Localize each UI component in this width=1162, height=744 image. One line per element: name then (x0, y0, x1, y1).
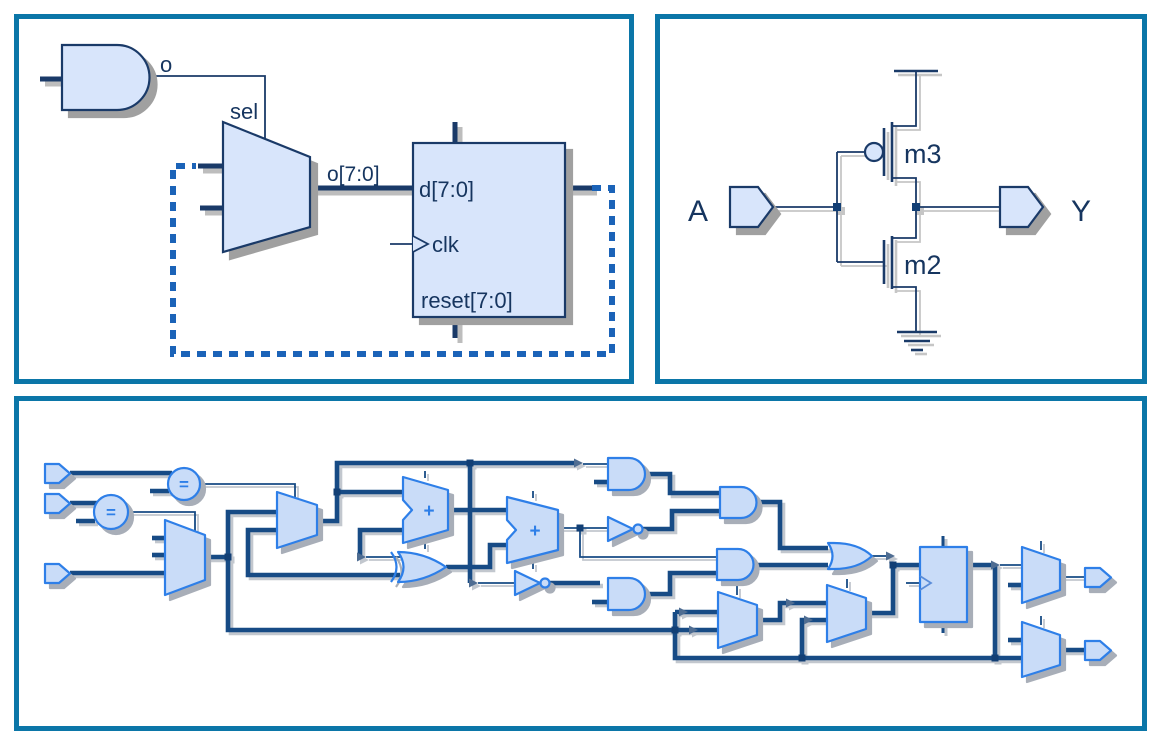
rtl-schematic: o sel o[7:0] d[7:0] clk reset[7:0] (40, 43, 615, 357)
junction (671, 626, 679, 634)
wire-eq1-to-mux2-sel (200, 483, 296, 499)
pmos-drain-wire (892, 71, 917, 127)
adder-2[interactable]: + (505, 495, 560, 565)
arrowhead-icon (357, 552, 366, 562)
gate-node-junction (833, 203, 841, 211)
xor-gate[interactable] (390, 550, 448, 584)
wire-to-xor-b (245, 527, 400, 578)
rtl-schematic-panel: o sel o[7:0] d[7:0] clk reset[7:0] (14, 14, 634, 384)
and-output-label: o (160, 52, 172, 77)
wire-to-adder1-b (357, 527, 403, 557)
output-y-label: Y (1071, 195, 1091, 228)
mux-6[interactable] (1020, 620, 1062, 679)
netlist-schematic: = = (43, 456, 1113, 679)
wire-mux1-fanout (225, 509, 675, 633)
gnd-symbol (897, 330, 937, 352)
input-port-2[interactable] (43, 492, 72, 515)
netlist-schematic-panel: = = (14, 396, 1147, 731)
netlist-wires (70, 458, 1085, 662)
and-gate-1[interactable] (606, 456, 647, 492)
and-gate-3[interactable] (715, 547, 755, 582)
output-port-2[interactable] (1083, 639, 1113, 662)
feedback-dashed-wire (170, 163, 615, 357)
nmos-drain-wire (892, 211, 917, 239)
wire-mux3-to-mux4 (757, 600, 827, 623)
wire-and2-to-or (756, 499, 828, 551)
wire-eq2-to-mux1-sel (128, 511, 196, 531)
mux-1[interactable] (163, 518, 207, 597)
bus-label: o[7:0] (327, 163, 380, 186)
output-port-y[interactable] (998, 185, 1045, 229)
and-to-mux-select-wire (149, 75, 266, 139)
or-gate[interactable] (826, 541, 874, 571)
wire-and4-to-and3 (645, 570, 717, 597)
pmos-bubble-icon (863, 141, 885, 163)
input-port-3[interactable] (43, 562, 72, 585)
arrowhead-icon (886, 551, 895, 561)
and-gate-4[interactable] (606, 576, 647, 612)
wire-ff-feedback (992, 565, 1022, 661)
junction (991, 654, 999, 662)
equality-symbol: = (179, 475, 189, 494)
register[interactable] (411, 141, 567, 319)
mux-select-label: sel (230, 99, 258, 124)
mux-2[interactable] (275, 490, 319, 550)
mux-5[interactable] (1020, 545, 1062, 605)
wire-and1-to-and2 (645, 471, 720, 496)
equality-symbol: = (106, 503, 116, 522)
mux-4[interactable] (825, 583, 868, 644)
dff-register[interactable] (918, 545, 969, 624)
mux[interactable] (221, 120, 312, 254)
wire-mux4-to-ff (866, 562, 920, 616)
equality-comparator-2[interactable]: = (92, 493, 130, 531)
clk-edge-chevron (919, 575, 933, 591)
nmos-source-wire (892, 286, 917, 332)
arrowhead-icon (786, 598, 795, 608)
clk-edge-chevron (412, 235, 430, 253)
junction (466, 459, 474, 467)
arrowhead-icon (679, 607, 688, 617)
junction (798, 654, 806, 662)
arrowhead-icon (469, 578, 478, 588)
arrowhead-icon (574, 458, 583, 468)
equality-comparator-1[interactable]: = (166, 466, 202, 502)
input-port-1[interactable] (43, 462, 72, 485)
arrowhead-icon (689, 625, 698, 635)
rtl-bus-wires (40, 76, 592, 338)
wire-not3-to-and2 (643, 508, 720, 532)
adder-symbol: + (529, 521, 540, 542)
cmos-wires (773, 69, 1000, 352)
input-a-label: A (688, 195, 708, 228)
wire-xor-to-adder2 (446, 542, 507, 570)
and-gate[interactable] (60, 43, 151, 112)
register-d-label: d[7:0] (419, 177, 474, 202)
adder-1[interactable]: + (401, 475, 450, 545)
arrowhead-icon (804, 615, 813, 625)
register-clk-label: clk (432, 232, 460, 257)
mux-3[interactable] (716, 590, 759, 650)
output-port-1[interactable] (1083, 566, 1113, 589)
wire-adder2-to-and3 (579, 528, 717, 558)
junction (333, 488, 341, 496)
cmos-schematic: A Y m3 m2 (688, 69, 1091, 352)
input-port-a[interactable] (728, 185, 775, 229)
junction (889, 561, 897, 569)
not-gate-2[interactable] (606, 515, 644, 543)
adder-symbol: + (423, 501, 434, 522)
register-reset-label: reset[7:0] (421, 288, 513, 313)
pmos-source-wire (892, 177, 917, 203)
arrowhead-icon (991, 560, 1000, 570)
junction (576, 524, 584, 532)
cmos-schematic-panel: A Y m3 m2 (655, 14, 1147, 384)
drain-node-junction (912, 203, 920, 211)
not-gate-1[interactable] (513, 569, 551, 597)
junction (224, 553, 232, 561)
and-gate-2[interactable] (718, 485, 758, 520)
pmos-name-label: m3 (904, 139, 942, 169)
wire-to-mux4-b (799, 617, 827, 658)
nmos-name-label: m2 (904, 250, 942, 280)
